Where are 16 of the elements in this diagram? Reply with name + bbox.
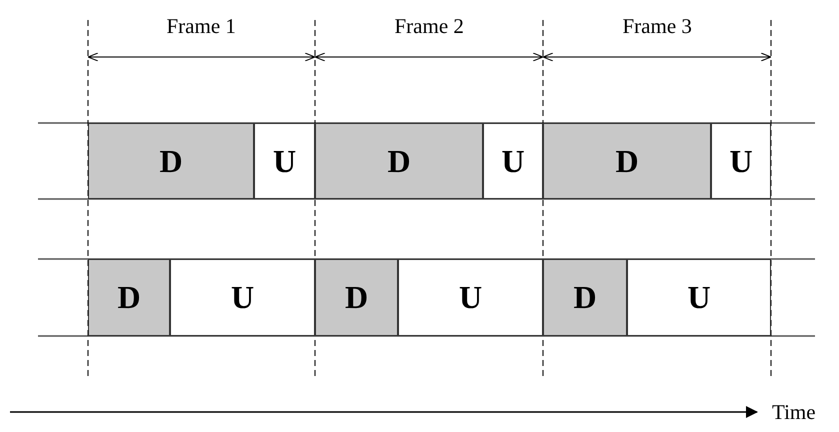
uplink-slot: U: [170, 259, 315, 336]
uplink-slot: U: [254, 123, 315, 199]
downlink-slot: D: [88, 123, 254, 199]
axis-label: Time: [772, 400, 816, 425]
uplink-slot: U: [627, 259, 771, 336]
frame-label: Frame 3: [622, 14, 692, 39]
downlink-slot: D: [315, 123, 483, 199]
downlink-slot: D: [315, 259, 398, 336]
uplink-slot: U: [398, 259, 543, 336]
uplink-slot: U: [711, 123, 771, 199]
downlink-slot: D: [543, 123, 711, 199]
frame-label: Frame 1: [166, 14, 236, 39]
uplink-slot: U: [483, 123, 543, 199]
frame-label: Frame 2: [394, 14, 464, 39]
downlink-slot: D: [88, 259, 170, 336]
downlink-slot: D: [543, 259, 627, 336]
